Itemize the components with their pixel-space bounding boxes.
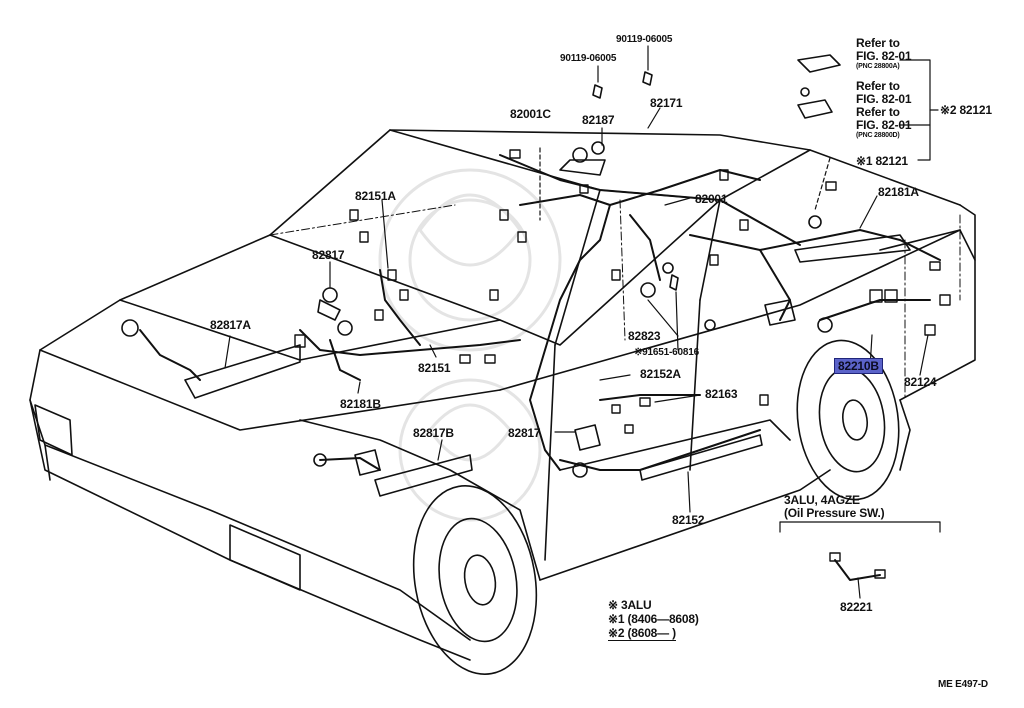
connectors [294, 149, 951, 579]
part-label-82181B: 82181B [340, 397, 381, 411]
part-label-82152A: 82152A [640, 367, 681, 381]
note-2-dates: ※2 (8608— ) [608, 626, 676, 641]
part-label-82001: 82001 [695, 192, 728, 206]
trim-panels [184, 234, 911, 497]
ref2-fig: FIG. 82-01 [856, 92, 912, 106]
part-label-90119-06005-top: 90119-06005 [616, 34, 673, 45]
part-label-82163: 82163 [705, 387, 738, 401]
components [121, 54, 841, 478]
part-label-82152: 82152 [672, 513, 705, 527]
wiring-harnesses [139, 154, 941, 581]
hidden-lines [269, 199, 961, 401]
part-label-82817: 82817 [312, 248, 345, 262]
part-label-82823: 82823 [628, 329, 661, 343]
part-label-82151A: 82151A [355, 189, 396, 203]
part-label-90119-06005: 90119-06005 [560, 53, 617, 64]
part-label-82817B: 82817B [413, 426, 454, 440]
part-label-82181A: 82181A [878, 185, 919, 199]
ref3-fig: FIG. 82-01 [856, 118, 912, 132]
part-label-91651-60816: ※91651-60816 [634, 347, 699, 358]
ref1-refer-to: Refer to [856, 36, 900, 50]
part-label-82121-1: ※1 82121 [856, 154, 908, 168]
part-label-82221: 82221 [840, 600, 873, 614]
ref2-refer-to: Refer to [856, 79, 900, 93]
watermark-emblem [378, 168, 562, 522]
ref1-fig: FIG. 82-01 [856, 49, 912, 63]
note-1-dates: ※1 (8406—8608) [608, 612, 699, 626]
part-label-82187: 82187 [582, 113, 615, 127]
part-label-82817-lower: 82817 [508, 426, 541, 440]
part-label-82124: 82124 [904, 375, 937, 389]
oil-pressure-subtitle: (Oil Pressure SW.) [784, 506, 885, 520]
part-label-82121-2: ※2 82121 [940, 103, 992, 117]
part-label-82210B-highlighted[interactable]: 82210B [834, 358, 883, 374]
part-label-82817A: 82817A [210, 318, 251, 332]
ref1-pnc: (PNC 28800A) [856, 63, 900, 70]
diagram-code: ME E497-D [938, 679, 988, 690]
part-label-82171: 82171 [650, 96, 683, 110]
ref3-pnc: (PNC 28800D) [856, 132, 900, 139]
part-label-82001C: 82001C [510, 107, 551, 121]
ref3-refer-to: Refer to [856, 105, 900, 119]
part-label-82151: 82151 [418, 361, 451, 375]
note-3alu: ※ 3ALU [608, 598, 652, 612]
oil-pressure-title: 3ALU, 4AGZE [784, 493, 860, 507]
bolts [592, 71, 679, 291]
front-wheel [412, 485, 538, 675]
leader-lines [224, 45, 941, 599]
